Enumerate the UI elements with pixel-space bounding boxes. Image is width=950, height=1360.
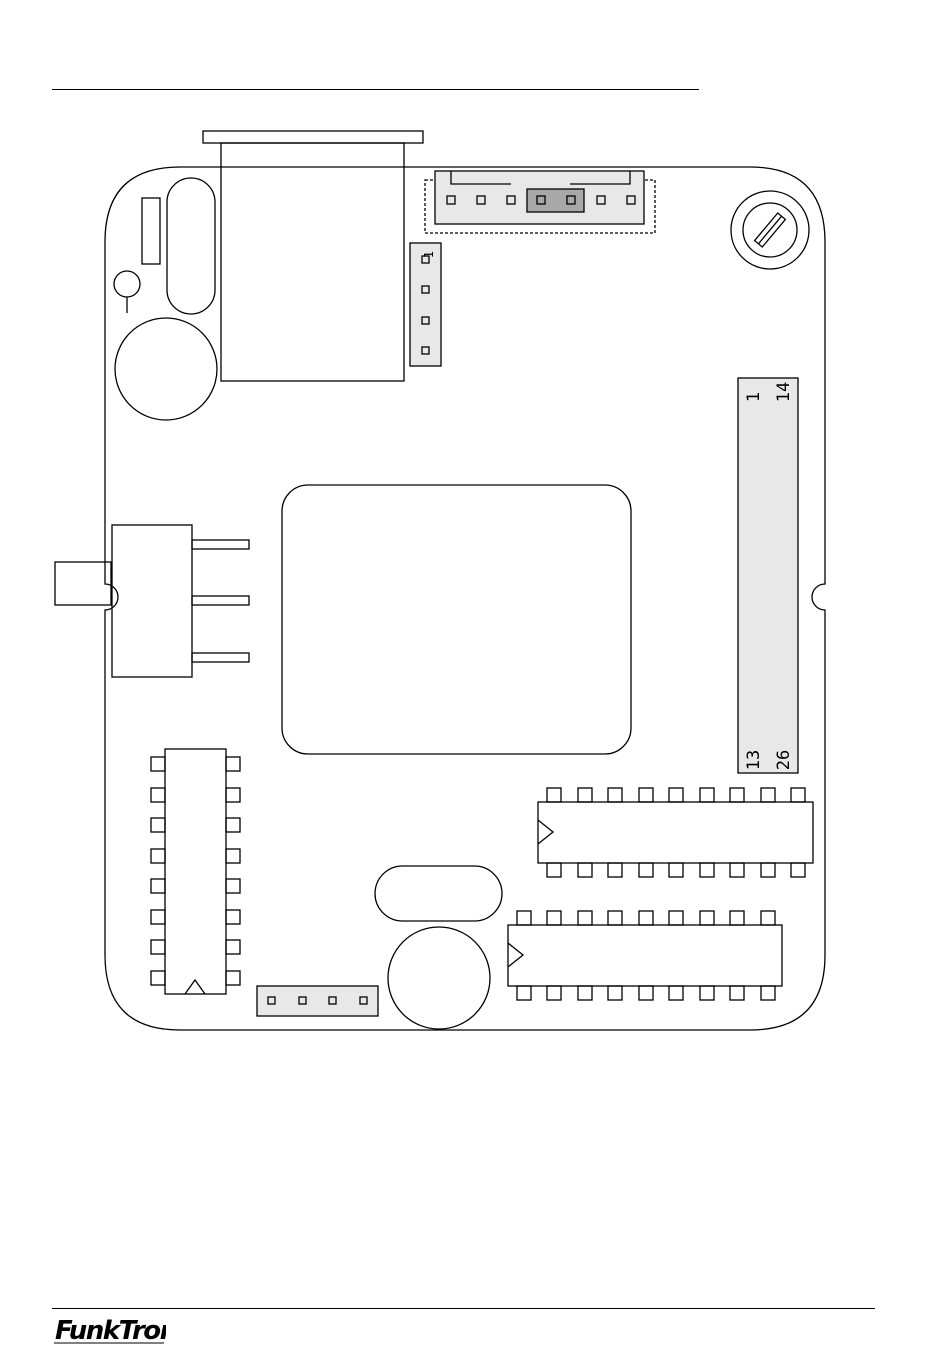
oval-component [167, 178, 215, 314]
ribbon-pin13-label: 13 [744, 750, 764, 770]
potentiometer-slot [755, 213, 786, 247]
switch-pin [192, 653, 249, 662]
switch-pin [192, 596, 249, 605]
left-ic-body [165, 749, 226, 994]
crystal-oval [375, 866, 502, 921]
right-ic1-pins [547, 788, 805, 877]
capacitor-bottom [388, 927, 490, 1029]
right-ic1-notch [538, 820, 553, 844]
led-component [114, 271, 140, 297]
switch-pin [192, 540, 249, 549]
switch-actuator [55, 562, 111, 605]
right-ic2-notch [508, 943, 523, 967]
ribbon-pin1-label: 1 [744, 392, 764, 402]
resistor-component [142, 198, 160, 264]
right-ic1-body [538, 802, 813, 863]
svg-text:FunkTronic: FunkTronic [55, 1316, 166, 1346]
board-outline [105, 167, 825, 1030]
footer-rule [52, 1308, 875, 1309]
capacitor-large [115, 318, 217, 420]
ribbon-pin26-label: 26 [774, 750, 794, 770]
right-ic2-body [508, 925, 782, 986]
left-ic-notch [185, 980, 205, 994]
header-pin1-label: 1 [422, 251, 436, 258]
ribbon-pin14-label: 14 [774, 382, 794, 402]
central-module [282, 485, 631, 754]
ribbon-connector [738, 378, 798, 773]
right-ic2-pins [517, 911, 775, 1000]
top-connector-flange [203, 131, 423, 143]
funktronic-logo: FunkTronic [54, 1312, 166, 1346]
switch-body [112, 525, 192, 677]
top-connector-body [221, 143, 404, 381]
